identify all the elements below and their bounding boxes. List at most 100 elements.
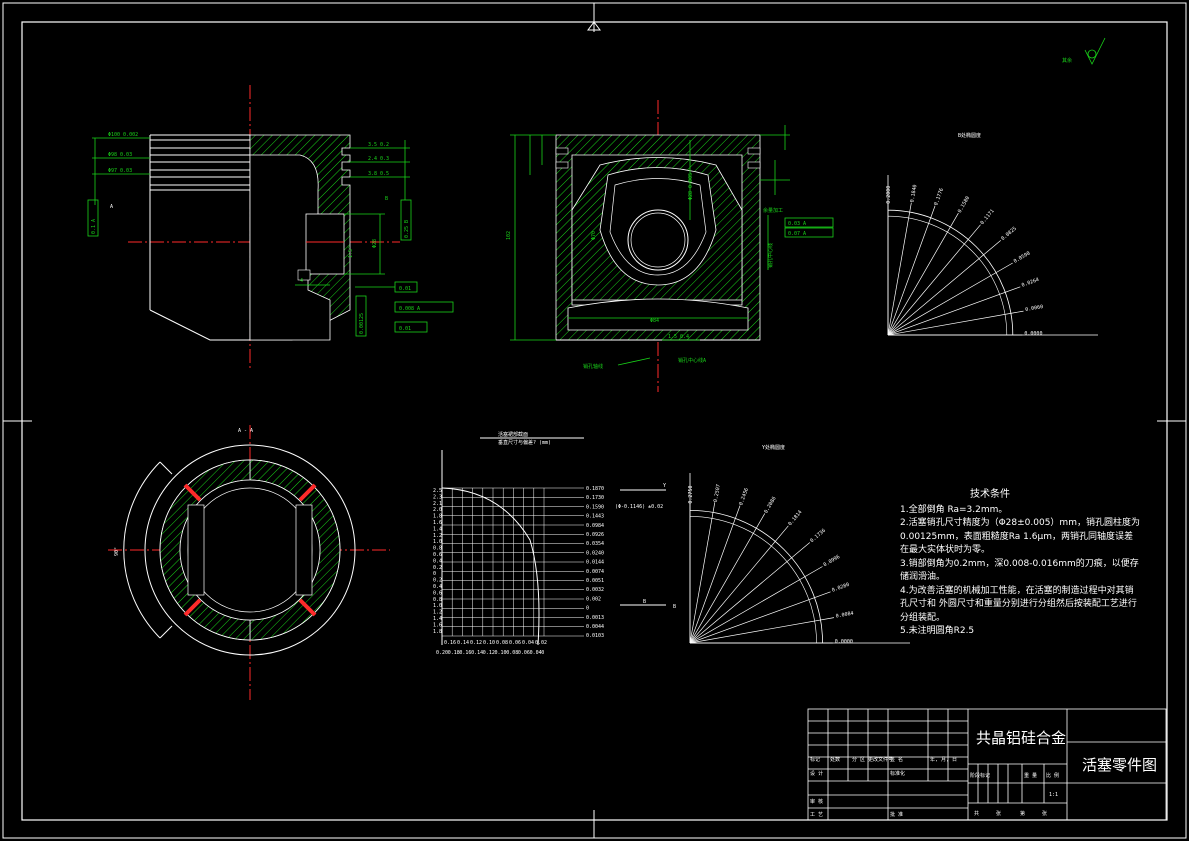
polar-ray (887, 202, 912, 336)
dim-right2: 2.4 0.3 (368, 156, 389, 162)
polar-ray (689, 505, 741, 644)
sheet-label: 张 (996, 810, 1001, 817)
graph-bottom-tick: 0 (541, 650, 544, 656)
graph-bottom-tick: 0.12 (483, 650, 495, 656)
sheet-total: 共 (974, 810, 979, 817)
tolerance-box1: 0.03 A (788, 221, 806, 227)
polar-value: 0.0000 (1024, 331, 1042, 337)
bore-dim: Φ28 0.005 (688, 173, 694, 200)
process-label: 工 艺 (810, 812, 823, 818)
polar-value: 0.2507 (713, 484, 722, 503)
polar-y-title: Y处椭圆度 (762, 444, 785, 451)
tolerance-right: 0.25 B (404, 220, 410, 238)
polar-value: 0.1840 (909, 184, 918, 203)
callout-top: 1.5 0.4 (668, 334, 689, 340)
graph-bottom-tick-upper: 0.12 (470, 640, 482, 646)
gdt-round: 0.01 (399, 286, 411, 292)
graph-left-tick: 1.8 (433, 514, 442, 520)
standard-label: 标准化 (890, 770, 905, 777)
graph-left-label-b: B (643, 599, 646, 605)
review-label: 审 核 (810, 798, 823, 805)
graph-bottom-tick: 0.16 (459, 650, 471, 656)
polar-value: 0.0996 (823, 554, 842, 568)
dim-depth: 4 (300, 278, 303, 284)
graph-left-tick: 0.8 (433, 546, 442, 552)
skirt-note: 销孔中心线A (678, 357, 706, 364)
graph-left-tick: 1.4 (433, 616, 442, 622)
graph-bottom-tick-upper: 0.10 (483, 640, 495, 646)
tech-item: 2.活塞销孔尺寸精度为（Φ28±0.005）mm，销孔圆柱度为0.00125mm… (900, 518, 1140, 555)
polar-value: 0.0590 (1013, 251, 1032, 265)
hdr-mark: 标记 (810, 756, 820, 763)
polar-value: 0.0825 (1000, 226, 1018, 242)
graph-right-tick: 0.0354 (586, 541, 604, 547)
dim-mid2: Φ97 0.03 (108, 168, 132, 174)
design-label: 设 计 (810, 770, 823, 777)
graph-left-tick: 0 (433, 571, 436, 577)
graph-left-tick: 2.1 (433, 501, 442, 507)
polar-arc (689, 510, 823, 644)
graph-right-b: B (673, 604, 676, 610)
hdr-sign: 签 名 (890, 756, 903, 763)
graph-left-tick: 0.2 (433, 565, 442, 571)
graph-bottom-tick-upper: 0.02 (535, 640, 547, 646)
graph-right-tick: 0.0984 (586, 523, 604, 529)
polar-arc (887, 209, 1014, 336)
graph-left-tick: 1.8 (433, 629, 442, 635)
inner-dim: Φ70 (591, 231, 597, 240)
graph-right-tick: 0.0144 (586, 560, 604, 566)
tolerance-left: 0.1 A (91, 219, 97, 234)
angle-label: 90° (114, 547, 120, 556)
graph-left-tick: 0.2 (433, 578, 442, 584)
side-label-2: 销孔中心线 (767, 243, 774, 268)
graph-right-y: Y (663, 483, 666, 489)
graph-right-tick: 0.0926 (586, 532, 604, 538)
surface-finish-symbol: 其余 (1062, 37, 1106, 65)
graph-right-tick: 0.0074 (586, 569, 604, 575)
tech-title: 技术条件 (970, 489, 1010, 500)
gdt-vertical: 0.00125 (359, 313, 365, 334)
hdr-count: 处数 (830, 756, 840, 763)
graph-right-tick: 0.0032 (586, 587, 604, 593)
polar-ray (887, 240, 1001, 336)
polar-b-title: B处椭圆度 (958, 132, 981, 139)
graph-right-tick: 0 (586, 606, 589, 612)
gdt-flat: 0.01 (399, 326, 411, 332)
bottom-dim: Φ84 (650, 318, 659, 324)
graph-left-tick: 2.3 (433, 494, 442, 500)
graph-right-tick: 0.1870 (586, 486, 604, 492)
dim-b: B (385, 196, 388, 202)
weight-label: 重 量 (1024, 772, 1037, 779)
graph-bottom-tick-upper: 0.06 (509, 640, 521, 646)
polar-arc (887, 215, 1008, 336)
dim-right1: 3.5 0.2 (368, 142, 389, 148)
graph-bottom-tick-upper: 0.16 (444, 640, 456, 646)
polar-value: 0.1814 (787, 509, 803, 527)
polar-value: 0.2086 (763, 496, 777, 515)
graph-right-tick: 0.0103 (586, 633, 604, 639)
sheet-label-2: 张 (1042, 810, 1047, 817)
polar-ray (887, 212, 959, 336)
side-label: 余量加工 (763, 207, 783, 214)
stage-mark-label: 阶段标记 (970, 772, 990, 779)
graph-left-label-y: (Φ-0.1146) ±0.02 (615, 504, 663, 510)
graph-left-tick: 0.4 (433, 558, 442, 564)
graph-left-tick: 1.0 (433, 603, 442, 609)
surface-finish-note: 其余 (1062, 57, 1072, 64)
tech-item: 3.销部倒角为0.2mm，深0.008-0.016mm的刀痕，以便存储润滑油。 (900, 558, 1139, 583)
graph-bottom-tick: 0.10 (495, 650, 507, 656)
polar-ray (689, 542, 811, 644)
graph-right-tick: 0.1730 (586, 495, 604, 501)
scale-value: 1:1 (1049, 792, 1058, 798)
graph-left-tick: 0.6 (433, 590, 442, 596)
polar-arc (689, 516, 817, 644)
front-section-view: Φ100 0.002 Φ98 0.03 Φ97 0.03 A 0.1 A 3.5… (87, 85, 454, 368)
graph-bottom-tick-upper: 0.04 (522, 640, 534, 646)
graph-right-tick: 0.1590 (586, 504, 604, 510)
graph-bottom-tick-upper: 0.08 (496, 640, 508, 646)
polar-value: 0.0280 (831, 582, 850, 594)
graph-left-tick: 1.6 (433, 622, 442, 628)
polar-value: 0.2750 (688, 486, 694, 504)
